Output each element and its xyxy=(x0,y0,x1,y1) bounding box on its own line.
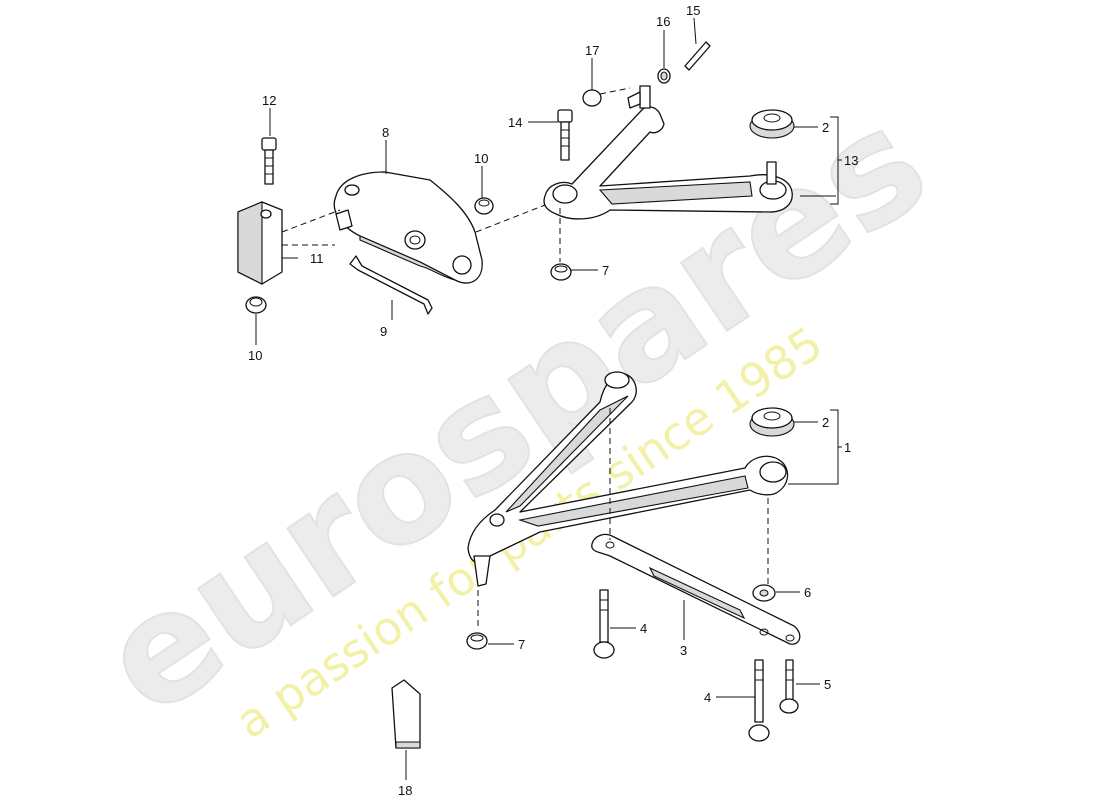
callout-1: 1 xyxy=(844,440,851,455)
watermark-brand: eurospares xyxy=(73,75,957,750)
part-17-nut xyxy=(582,89,602,107)
part-7-nut-lower xyxy=(466,632,488,650)
alignment-lines-upper-right xyxy=(559,87,631,262)
part-13-upper-arm xyxy=(543,85,793,220)
callout-3: 3 xyxy=(680,643,687,658)
callout-10-lower: 10 xyxy=(248,348,262,363)
part-4-bolt-right xyxy=(748,659,770,742)
part-11-bracket xyxy=(237,201,283,285)
part-7-nut-upper xyxy=(550,263,572,281)
part-12-bolt xyxy=(261,137,277,185)
callout-2-lower: 2 xyxy=(822,415,829,430)
callout-2-upper: 2 xyxy=(822,120,829,135)
callout-10-upper: 10 xyxy=(474,151,488,166)
callout-12: 12 xyxy=(262,93,276,108)
part-5-bolt xyxy=(779,659,799,714)
leader-lines xyxy=(255,17,842,780)
part-4-bolt-left xyxy=(593,589,615,659)
part-8-mount xyxy=(333,171,483,284)
part-10-nut-upper xyxy=(474,197,494,215)
callout-14: 14 xyxy=(508,115,522,130)
part-2-bushing-lower xyxy=(749,407,795,437)
callout-4-left: 4 xyxy=(640,621,647,636)
alignment-lines-lower xyxy=(477,408,769,630)
callout-8: 8 xyxy=(382,125,389,140)
callout-labels: 12 11 10 8 10 9 14 17 16 15 2 13 7 2 1 6… xyxy=(248,3,858,798)
part-10-nut-lower xyxy=(245,296,267,314)
part-18-grease-tube xyxy=(391,679,421,749)
part-2-bushing-upper xyxy=(749,109,795,139)
watermark: eurospares a passion for parts since 198… xyxy=(72,74,958,751)
callout-7-lower: 7 xyxy=(518,637,525,652)
part-14-bolt xyxy=(557,109,573,161)
part-15-stud xyxy=(684,41,711,71)
callout-5: 5 xyxy=(824,677,831,692)
part-9-clip xyxy=(349,255,433,315)
callout-7-upper: 7 xyxy=(602,263,609,278)
callout-9: 9 xyxy=(380,324,387,339)
callout-18: 18 xyxy=(398,783,412,798)
callout-15: 15 xyxy=(686,3,700,18)
part-1-lower-arm xyxy=(467,371,789,587)
alignment-lines-upper-left xyxy=(281,204,546,246)
part-16-washer xyxy=(657,68,671,84)
callout-6: 6 xyxy=(804,585,811,600)
callout-13: 13 xyxy=(844,153,858,168)
callout-17: 17 xyxy=(585,43,599,58)
part-3-plate xyxy=(591,533,801,645)
part-6-washer xyxy=(752,584,776,602)
callout-11: 11 xyxy=(310,251,324,266)
callout-16: 16 xyxy=(656,14,670,29)
callout-4-right: 4 xyxy=(704,690,711,705)
